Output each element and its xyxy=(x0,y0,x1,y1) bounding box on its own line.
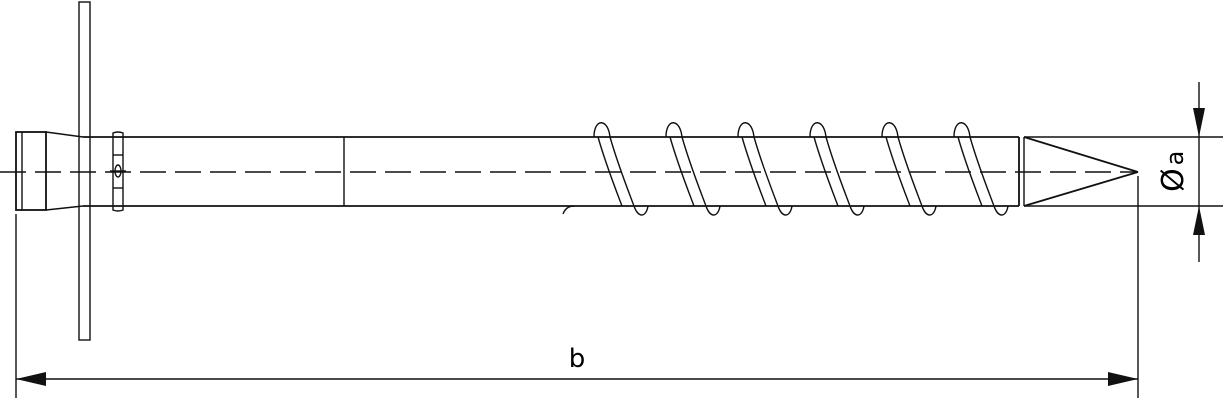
dimension-arrow-left xyxy=(16,372,46,386)
dimension-arrow-right xyxy=(1108,372,1138,386)
helix-flight xyxy=(809,122,865,216)
diameter-dimension: Ø a xyxy=(1024,82,1223,262)
length-label: b xyxy=(569,344,586,374)
diameter-arrow-bottom xyxy=(1193,206,1205,235)
diameter-symbol: Ø xyxy=(1156,168,1191,192)
handle-collar xyxy=(110,131,126,212)
diameter-label: a xyxy=(1161,151,1189,166)
helix-flights xyxy=(562,122,1009,216)
screw-head-sleeve xyxy=(15,131,84,211)
helix-flight xyxy=(737,122,793,216)
helix-flight xyxy=(665,122,721,216)
screw-shaft xyxy=(83,136,1019,207)
helix-flight xyxy=(953,122,1009,216)
diameter-arrow-top xyxy=(1193,108,1205,137)
helix-flight xyxy=(881,122,937,216)
t-handle-bar xyxy=(78,1,91,341)
helix-flight xyxy=(593,122,649,216)
length-dimension: b xyxy=(15,176,1139,398)
